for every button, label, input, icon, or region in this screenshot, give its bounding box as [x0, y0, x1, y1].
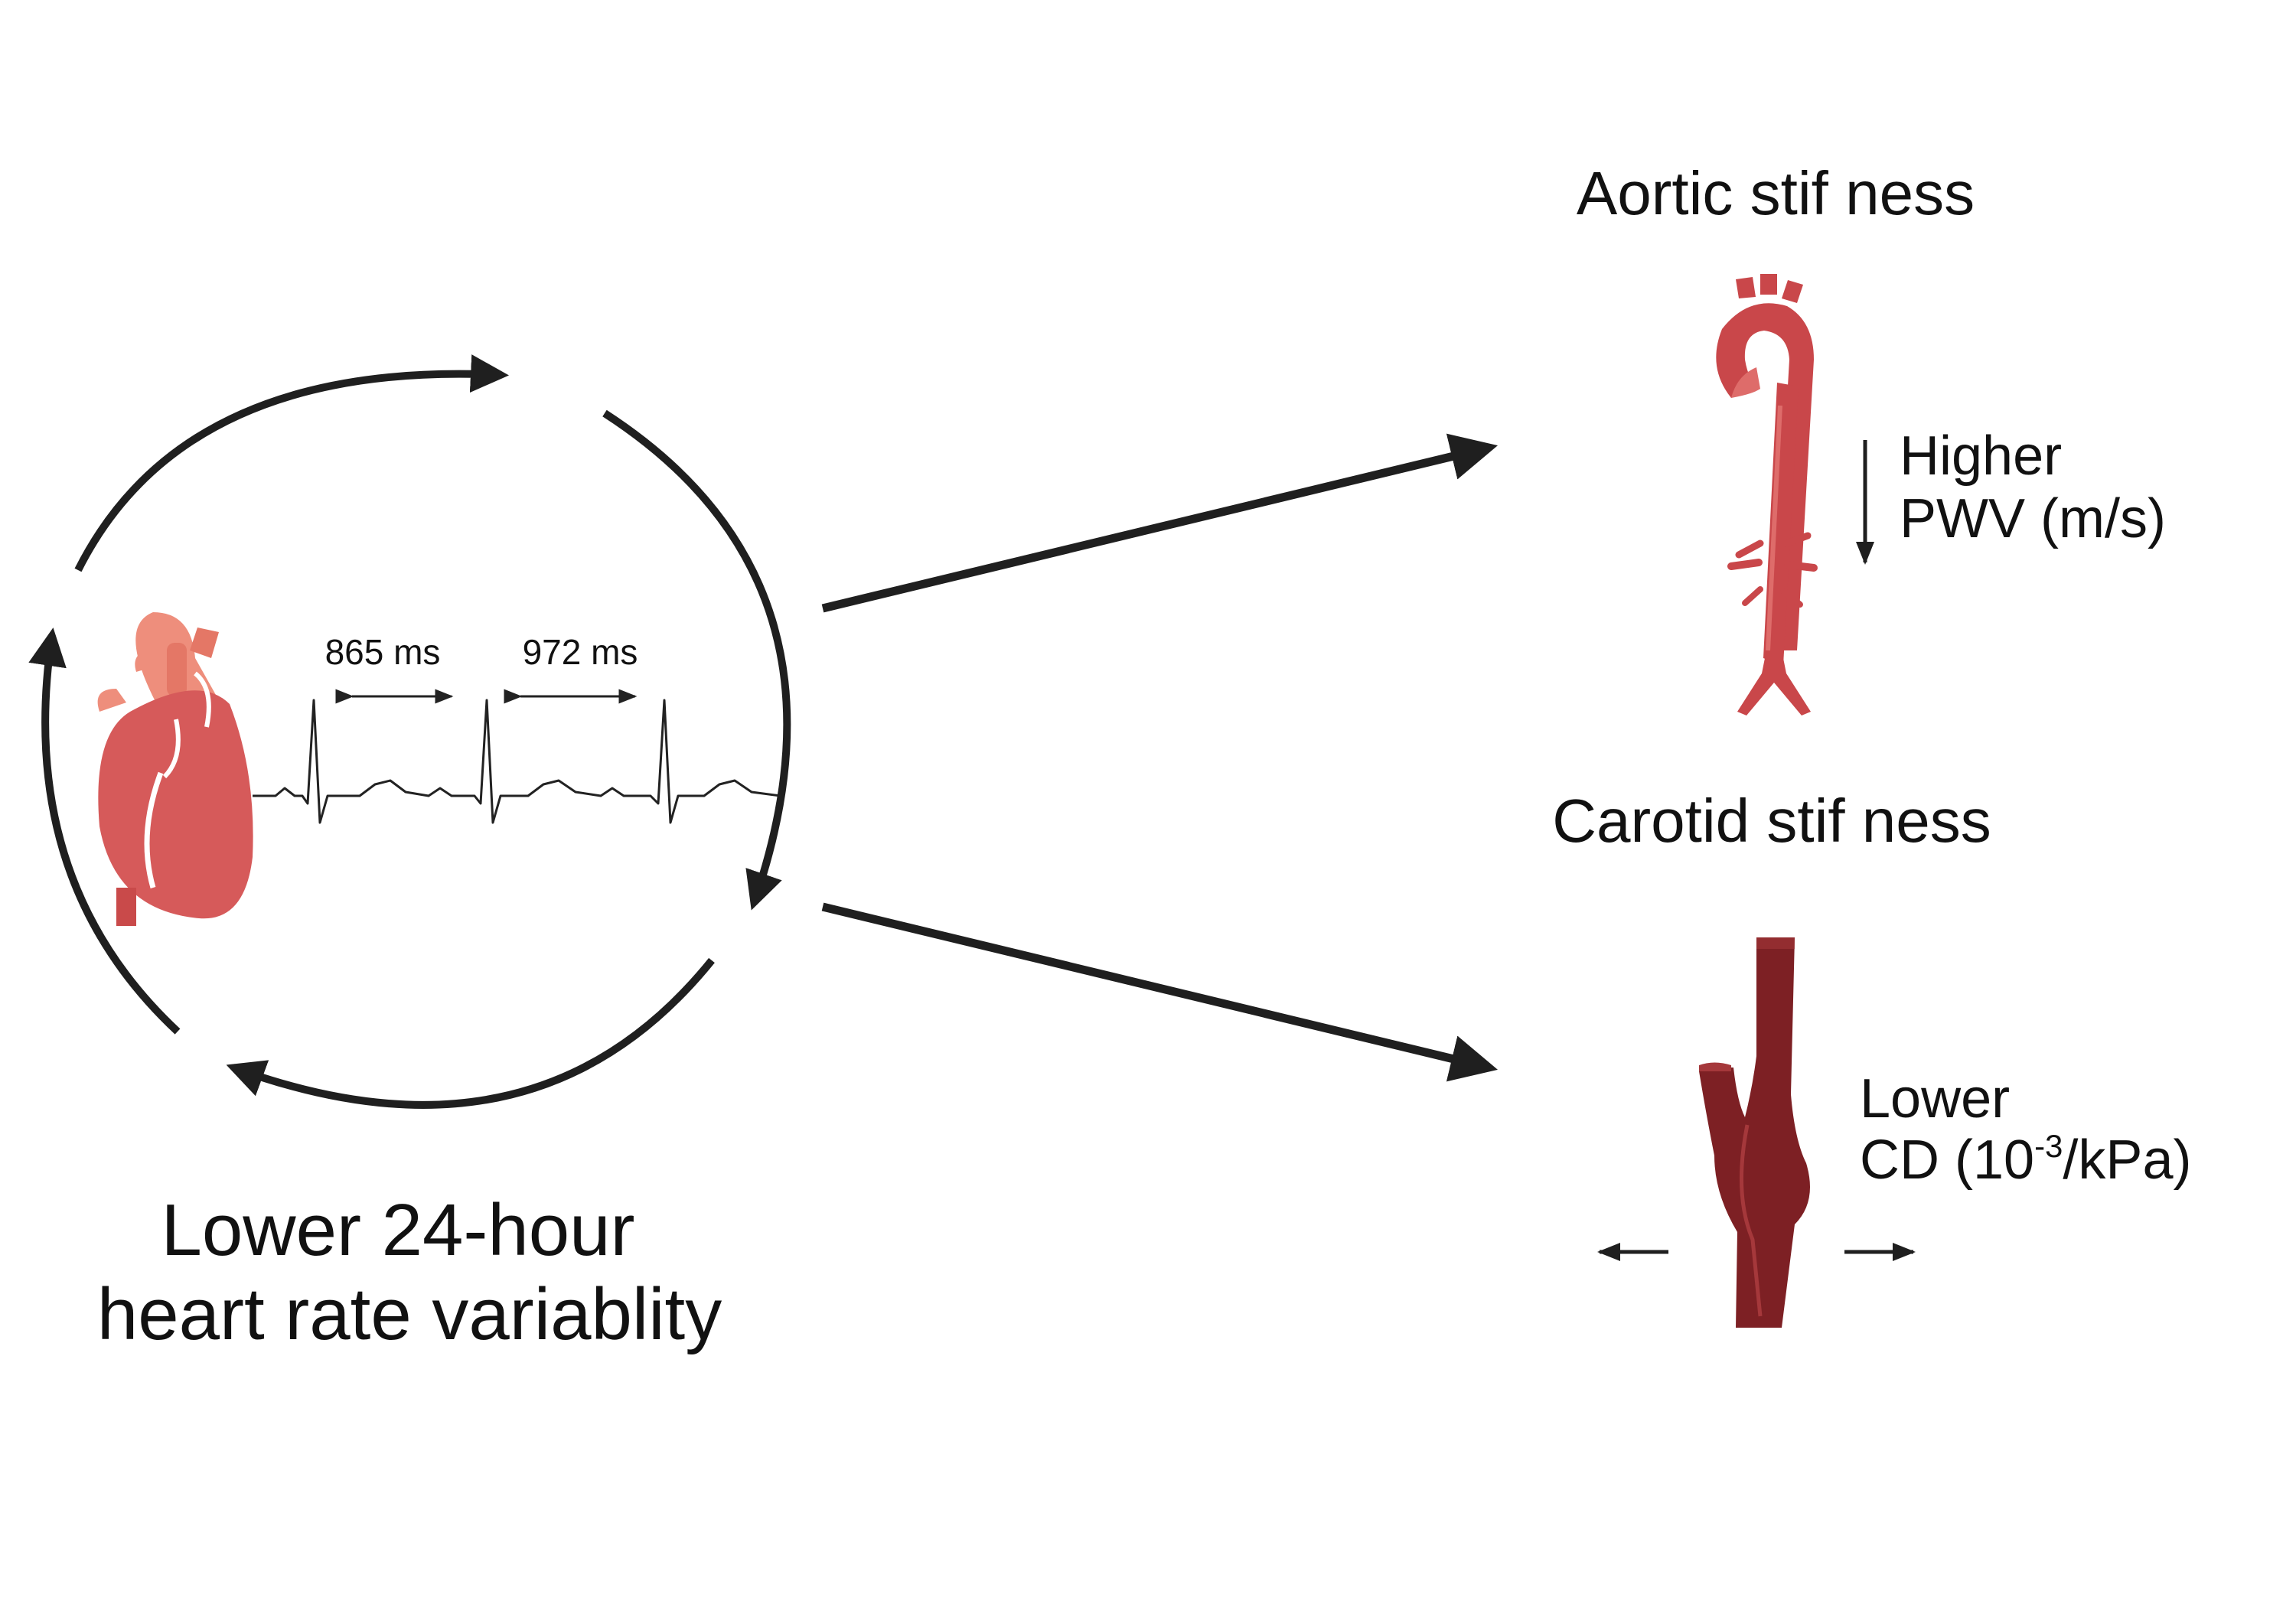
cycle-arrow-top: [74, 354, 509, 572]
interval-label-2: 972 ms: [523, 632, 638, 672]
cycle-title-line1: Lower 24-hour: [161, 1189, 634, 1271]
carotid-artery-icon: [1699, 937, 1810, 1328]
carotid-effect-line2: CD (10-3/kPa): [1860, 1128, 2191, 1191]
arrow-to-aortic: [821, 433, 1498, 613]
aortic-effect-line2: PWV (m/s): [1900, 488, 2166, 549]
cycle-arrow-bottom: [226, 957, 715, 1109]
aortic-effect-line1: Higher: [1900, 425, 2062, 487]
heart-icon: [97, 612, 253, 926]
aorta-icon: [1716, 274, 1818, 715]
aortic-title: Aortic stif ness: [1577, 159, 1975, 227]
carotid-effect-prefix: CD (10: [1860, 1129, 2034, 1191]
carotid-effect-line1: Lower: [1860, 1068, 2010, 1129]
cycle-arrow-right: [602, 409, 791, 911]
carotid-effect-suffix: /kPa): [2063, 1129, 2191, 1191]
cycle-arrow-left: [28, 627, 181, 1035]
arrow-to-carotid: [821, 902, 1498, 1082]
ecg-waveform: [253, 699, 781, 824]
ecg-trace: 865 ms 972 ms: [253, 632, 781, 824]
cycle-title-line2: heart rate variablity: [97, 1273, 722, 1355]
carotid-title: Carotid stif ness: [1552, 787, 1991, 855]
carotid-effect-superscript: -3: [2034, 1128, 2063, 1164]
cycle-arrows: [28, 354, 791, 1109]
interval-label-1: 865 ms: [325, 632, 441, 672]
